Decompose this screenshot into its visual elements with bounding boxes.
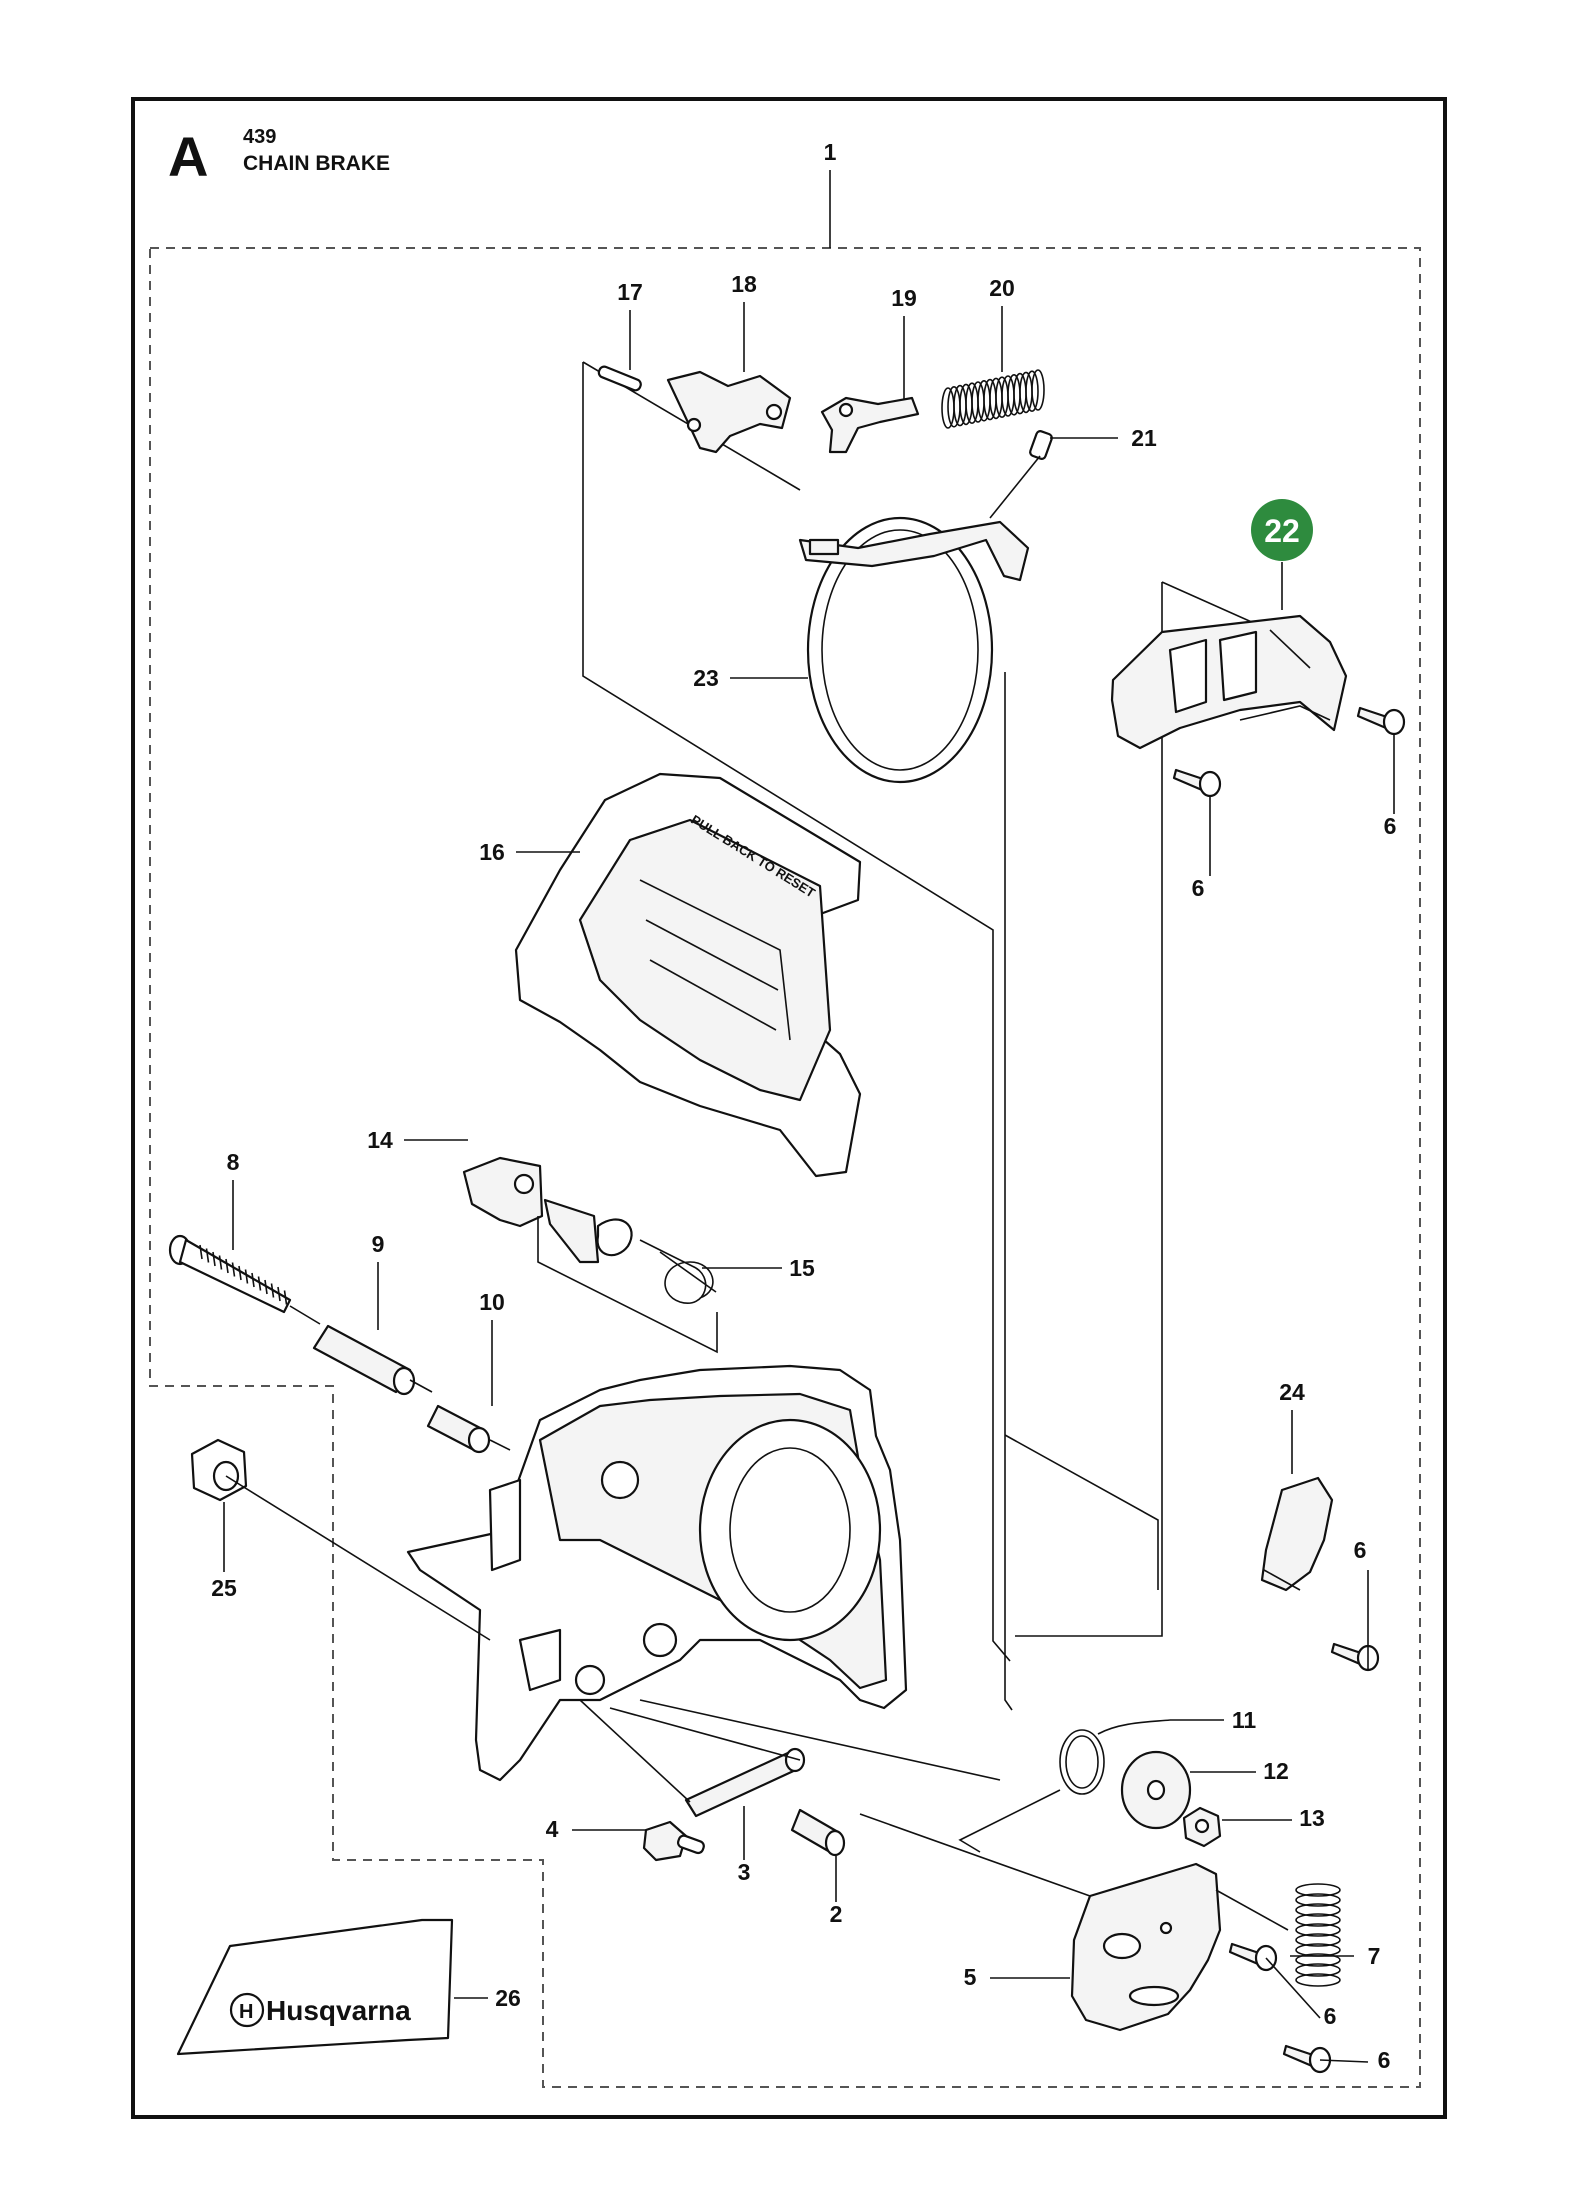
bolt-thread — [238, 1265, 242, 1281]
spring-coil — [1295, 1933, 1341, 1947]
lever-14 — [462, 1156, 633, 1264]
callout-5: 5 — [964, 1964, 977, 1990]
spring-coil — [1295, 1903, 1341, 1917]
latch-18 — [666, 370, 792, 454]
decal-symbol: H — [239, 2001, 253, 2023]
page-title: CHAIN BRAKE — [243, 152, 390, 175]
callout-9: 9 — [372, 1231, 385, 1257]
nut-25 — [190, 1438, 491, 1641]
callout-6b: 6 — [1192, 875, 1205, 901]
spring-coil — [1025, 370, 1039, 413]
callout-6e: 6 — [1378, 2047, 1391, 2073]
callout-22: 22 — [1264, 513, 1300, 549]
callout-25: 25 — [211, 1575, 237, 1601]
bolt-thread — [231, 1262, 236, 1277]
plate-5 — [1070, 1862, 1222, 2032]
spring-11 — [958, 1719, 1171, 1853]
brake-band-23 — [798, 516, 1030, 784]
bolt-8 — [168, 1234, 292, 1314]
callout-16: 16 — [479, 839, 505, 865]
brake-cover-body — [406, 1364, 1001, 1782]
callout-22-highlight: 22 — [1251, 499, 1313, 561]
callout-17: 17 — [617, 279, 643, 305]
spring-7 — [1295, 1883, 1341, 1987]
screw-6 — [1172, 768, 1222, 876]
screw-6 — [1356, 706, 1406, 814]
spring-coil — [1295, 1923, 1341, 1937]
spring-coil — [1295, 1973, 1341, 1987]
bolt-thread — [270, 1283, 275, 1298]
callout-4: 4 — [546, 1816, 559, 1842]
section-letter: A — [168, 125, 208, 188]
callout-23: 23 — [693, 665, 719, 691]
bolt-thread — [199, 1244, 203, 1260]
bushing-10 — [426, 1404, 491, 1454]
bolt-thread — [218, 1255, 223, 1270]
callout-21: 21 — [1131, 425, 1157, 451]
spring-coil — [1295, 1913, 1341, 1927]
guard-22 — [1015, 581, 1348, 1637]
hand-guard-16: PULL BACK TO RESET — [514, 772, 862, 1178]
model-number: 439 — [243, 126, 276, 148]
callout-12: 12 — [1263, 1758, 1289, 1784]
callout-11: 11 — [1232, 1707, 1257, 1733]
spring-coil — [1295, 1883, 1341, 1897]
callout-6d: 6 — [1324, 2003, 1337, 2029]
callout-14: 14 — [367, 1127, 393, 1153]
pin-17 — [597, 365, 642, 392]
screw-6 — [1228, 1942, 1321, 2019]
callout-26: 26 — [495, 1985, 521, 2011]
assembly-boundary — [149, 247, 1421, 2088]
bolt-thread — [283, 1290, 288, 1305]
callout-10: 10 — [479, 1289, 505, 1315]
callout-15: 15 — [789, 1255, 815, 1281]
callout-6a: 6 — [1384, 813, 1397, 839]
bolt-thread — [244, 1269, 249, 1284]
decal-26: H Husqvarna — [176, 1918, 454, 2056]
handle-insert-24 — [1260, 1476, 1334, 1592]
bolt-thread — [205, 1248, 210, 1263]
pin-4 — [642, 1820, 705, 1862]
callout-6c: 6 — [1354, 1537, 1367, 1563]
bolt-thread — [212, 1251, 216, 1267]
diagram-frame — [131, 97, 1447, 2119]
screws-6 — [1172, 706, 1406, 2074]
callout-13: 13 — [1299, 1805, 1325, 1831]
nut-13 — [1182, 1806, 1222, 1848]
spring-coil — [1295, 1963, 1341, 1977]
bolt-thread — [277, 1286, 281, 1302]
callout-2: 2 — [830, 1901, 843, 1927]
spring-coil — [1295, 1953, 1341, 1967]
spring-coil — [1031, 369, 1045, 411]
callout-leaders — [223, 302, 1354, 1999]
callout-7: 7 — [1368, 1943, 1381, 1969]
callout-labels: 1 2 3 4 5 6 6 6 6 6 7 8 9 10 11 12 13 14… — [211, 139, 1396, 2073]
decal-brand-text: Husqvarna — [266, 1995, 411, 2026]
spring-15 — [639, 1239, 717, 1304]
tube-9 — [312, 1324, 416, 1396]
callout-3: 3 — [738, 1859, 751, 1885]
screw-6 — [1330, 1570, 1380, 1672]
bolt-thread — [264, 1279, 268, 1295]
bolt-thread — [257, 1276, 262, 1291]
sleeve-2 — [790, 1808, 846, 1857]
bolt-thread — [251, 1272, 255, 1288]
rod-3 — [684, 1747, 806, 1818]
callout-19: 19 — [891, 285, 917, 311]
callout-20: 20 — [989, 275, 1015, 301]
brake-mechanism-group — [582, 361, 1118, 1711]
callout-24: 24 — [1279, 1379, 1305, 1405]
callout-1: 1 — [824, 139, 837, 165]
screw-6 — [1282, 2044, 1369, 2074]
lever-19 — [820, 396, 920, 454]
callout-8: 8 — [227, 1149, 240, 1175]
spring-coil — [1295, 1893, 1341, 1907]
callout-18: 18 — [731, 271, 757, 297]
spring-20 — [941, 369, 1045, 429]
bolt-thread — [225, 1258, 229, 1274]
washer-12 — [1120, 1750, 1192, 1830]
